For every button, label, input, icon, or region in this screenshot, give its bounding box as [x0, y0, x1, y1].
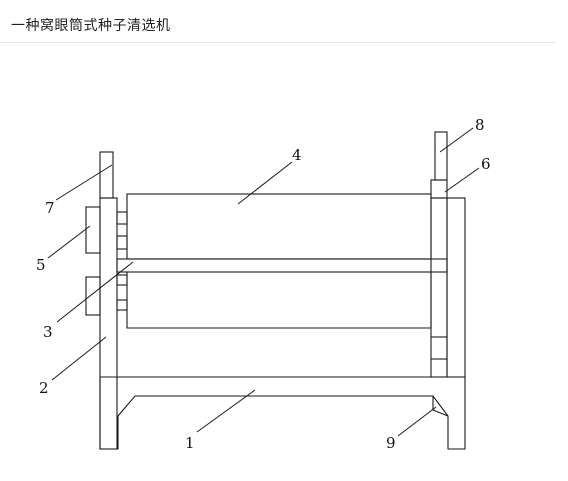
left-post: [99, 197, 118, 450]
leader-4: [237, 161, 293, 205]
leader-1: [196, 389, 256, 433]
callout-1: 1: [185, 434, 195, 452]
callout-8: 8: [475, 116, 485, 134]
leader-5: [47, 225, 91, 259]
lower-drum: [126, 272, 432, 329]
foot-bracket: [432, 396, 449, 417]
callout-3: 3: [43, 323, 53, 341]
leader-8: [439, 127, 474, 153]
callout-7: 7: [45, 199, 55, 217]
callout-9: 9: [386, 434, 396, 452]
callout-5: 5: [36, 256, 46, 274]
left-hub-lower-a: [116, 274, 128, 286]
callout-6: 6: [481, 155, 491, 173]
base-frame: [99, 376, 466, 450]
right-post: [446, 197, 466, 378]
leader-3: [56, 261, 134, 323]
leader-7: [55, 164, 113, 201]
callout-2: 2: [39, 379, 49, 397]
left-hub-upper-a: [116, 211, 128, 225]
left-motor-lower: [85, 276, 101, 316]
left-motor-upper: [85, 206, 101, 254]
page-header: 一种窝眼筒式种子清选机: [0, 0, 556, 43]
left-hub-upper-b: [116, 235, 128, 250]
right-bearing: [430, 179, 448, 199]
leader-6: [444, 167, 480, 193]
cross-beam: [116, 258, 448, 273]
callout-4: 4: [292, 146, 302, 164]
page-title: 一种窝眼筒式种子清选机: [11, 18, 171, 34]
right-shaft: [434, 131, 448, 181]
leader-9: [397, 406, 437, 437]
upper-drum: [126, 193, 432, 260]
left-hub-lower-b: [116, 299, 128, 311]
left-shaft: [99, 151, 114, 199]
leader-2: [51, 336, 107, 381]
right-bracket: [430, 197, 448, 378]
